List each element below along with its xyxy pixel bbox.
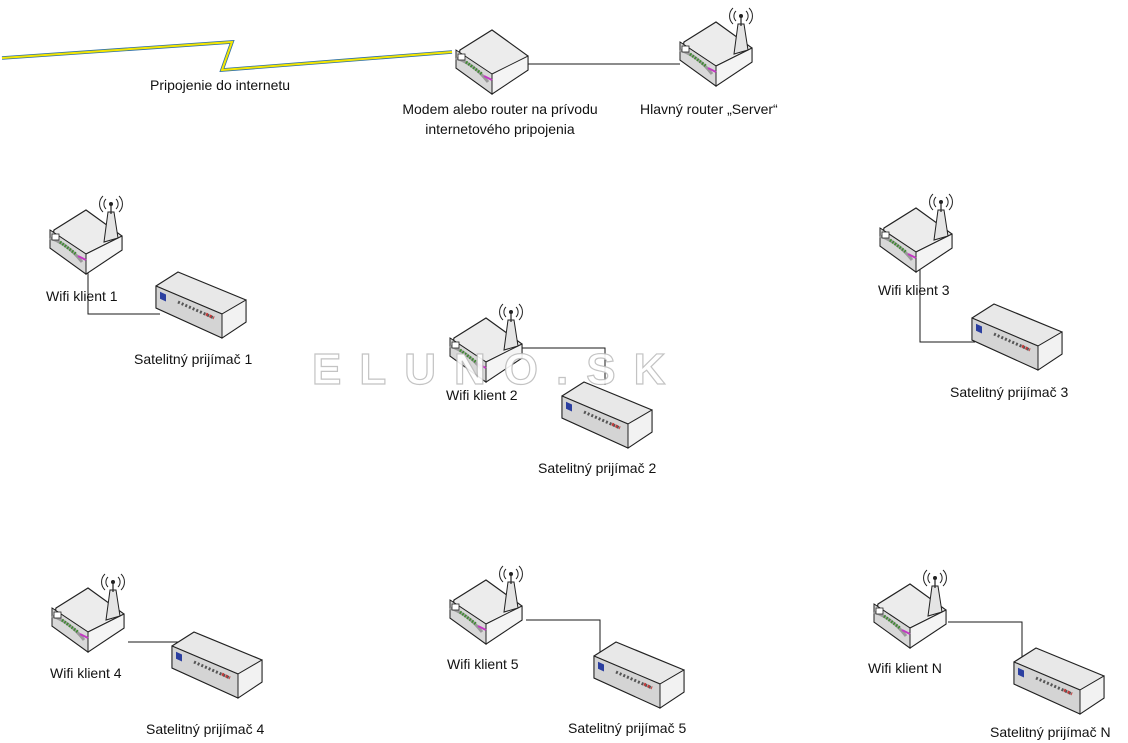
client1-link	[87, 272, 160, 315]
receiverN-device	[1012, 646, 1106, 716]
client5-label: Wifi klient 5	[447, 656, 519, 672]
internet-label: Pripojenie do internetu	[150, 77, 291, 93]
clientN-router-device	[872, 568, 948, 650]
client5-router-device	[448, 564, 524, 646]
receiver5-device	[592, 640, 686, 710]
receiver1-label: Satelitný prijímač 1	[134, 351, 253, 367]
client3-link	[919, 266, 975, 343]
client4-router-device	[50, 572, 126, 654]
client5-link	[526, 619, 601, 655]
client1-router-device	[48, 194, 124, 276]
client2-link	[522, 347, 606, 385]
clientN-label: Wifi klient N	[868, 660, 942, 676]
receiver4-label: Satelitný prijímač 4	[146, 721, 265, 737]
receiverN-label: Satelitný prijímač N	[990, 724, 1111, 740]
server-router-device	[678, 6, 754, 88]
modem-label: Modem alebo router na prívodu internetov…	[372, 101, 628, 138]
receiver3-label: Satelitný prijímač 3	[950, 384, 1069, 400]
client2-label: Wifi klient 2	[446, 387, 518, 403]
client4-label: Wifi klient 4	[50, 665, 122, 681]
receiver2-label: Satelitný prijímač 2	[538, 460, 657, 476]
server-label: Hlavný router „Server“	[640, 101, 778, 117]
modem-label-line1: Modem alebo router na prívodu	[402, 101, 598, 117]
modem-device	[454, 28, 530, 96]
client3-label: Wifi klient 3	[878, 282, 950, 298]
internet-lightning-fill	[1, 40, 453, 72]
receiver4-device	[170, 630, 264, 700]
receiver5-label: Satelitný prijímač 5	[568, 720, 687, 736]
modem-label-line2: internetového pripojenia	[425, 121, 575, 137]
client1-label: Wifi klient 1	[46, 288, 118, 304]
client3-router-device	[878, 192, 954, 274]
receiver3-device	[970, 302, 1064, 372]
watermark-logo: ELUNO.SK	[311, 344, 684, 394]
receiver1-device	[154, 270, 248, 340]
clientN-link	[948, 621, 1023, 660]
